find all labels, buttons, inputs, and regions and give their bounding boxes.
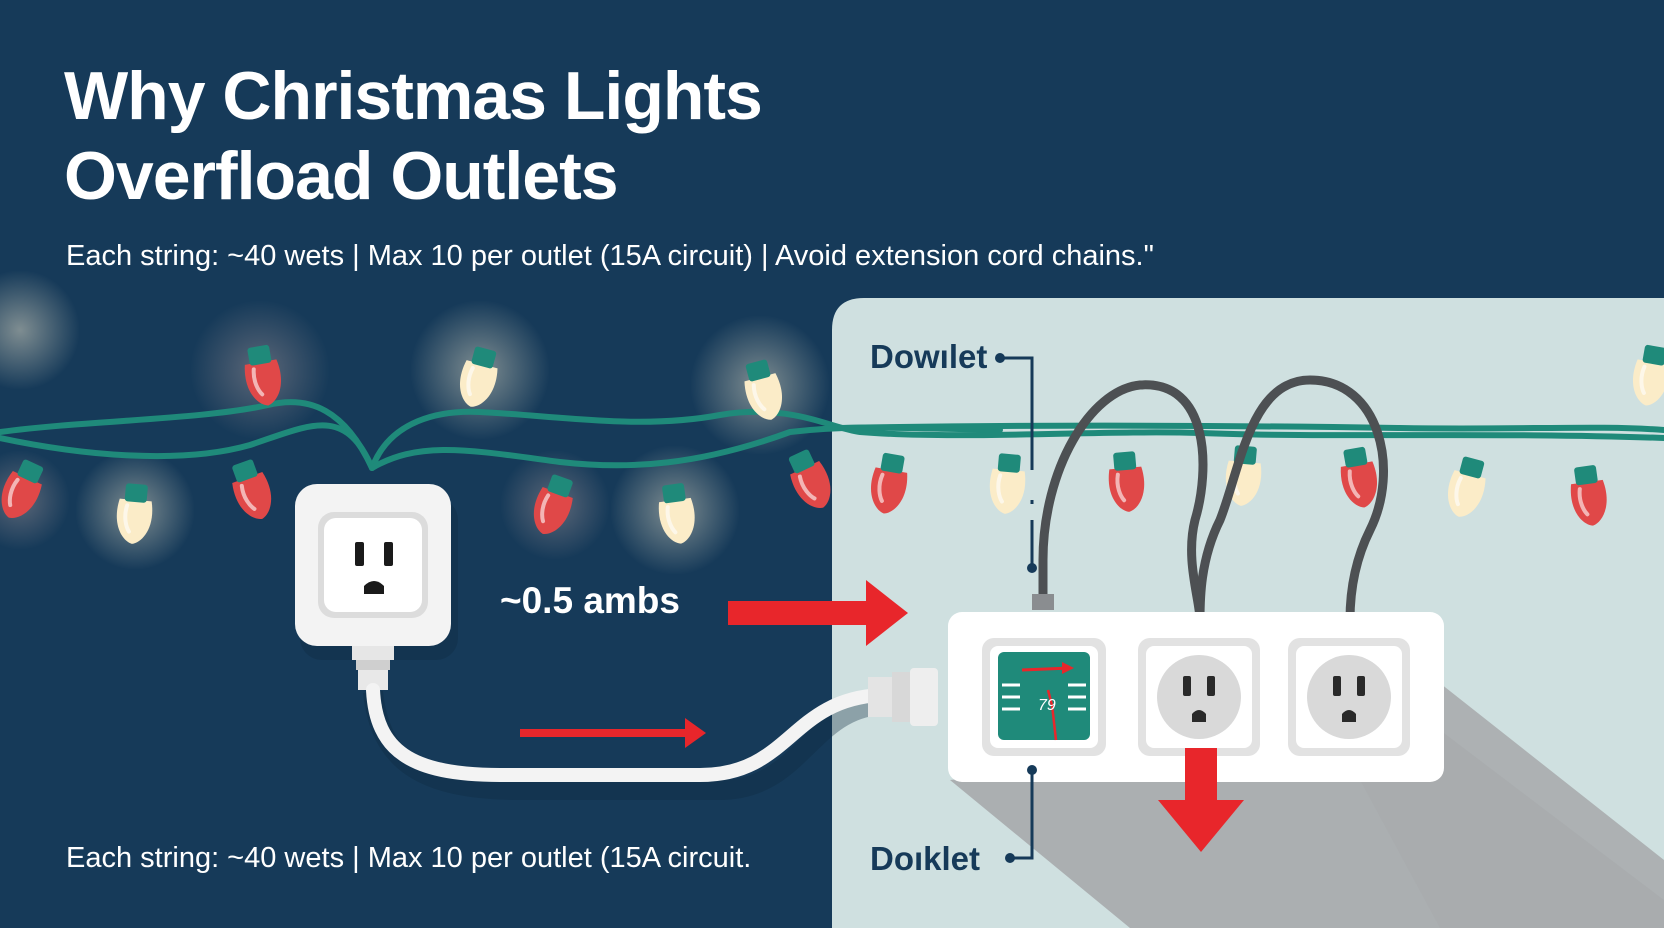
strip-plug [868, 668, 938, 726]
wall-outlet-icon [355, 542, 393, 594]
arrow-right-small-icon [520, 718, 706, 748]
christmas-bulb-icon [989, 453, 1026, 514]
christmas-bulb-icon [1, 459, 44, 518]
current-label: ~0.5 ambs [500, 580, 680, 621]
christmas-bulb-icon [871, 452, 908, 514]
strip-outlet-1 [1138, 638, 1260, 756]
callout-top-label: Dowılet [870, 338, 988, 375]
christmas-bulb-icon [1108, 451, 1145, 512]
breaker-label: 79 [1038, 697, 1056, 714]
extension-cord [366, 683, 887, 782]
strip-outlet-2 [1288, 638, 1410, 756]
callout-bottom-label: Doıklet [870, 840, 981, 877]
subtitle: Each string: ~40 wets | Max 10 per outle… [66, 240, 1154, 272]
wall-outlet [295, 484, 458, 690]
christmas-bulb-icon [1447, 456, 1486, 517]
arrow-right-icon [728, 580, 908, 646]
christmas-bulb-icon [1570, 465, 1607, 526]
callout-leaders [1000, 356, 1034, 860]
christmas-bulb-icon [788, 449, 831, 508]
christmas-bulb-icon [744, 359, 783, 420]
christmas-bulb-icon [1340, 446, 1377, 508]
christmas-bulbs [1, 344, 1664, 544]
breaker-icon [998, 652, 1090, 741]
christmas-bulb-icon [232, 459, 272, 519]
title-line-2: Overfload Outlets [64, 138, 619, 214]
light-string-wires [0, 399, 1664, 471]
christmas-bulb-icon [533, 474, 573, 534]
christmas-bulb-icon [459, 346, 498, 407]
christmas-bulb-icon [658, 483, 695, 544]
outlet-cords [1038, 375, 1388, 625]
page-title: Why Christmas Lights Overfload Outlets [64, 56, 763, 216]
title-line-1: Why Christmas Lights [64, 58, 763, 134]
christmas-bulb-icon [116, 483, 153, 544]
christmas-bulb-icon [1633, 344, 1664, 406]
bottom-note: Each string: ~40 wets | Max 10 per outle… [66, 842, 752, 874]
christmas-bulb-icon [244, 344, 281, 406]
arrow-down-icon [1158, 748, 1244, 852]
power-strip-icon [948, 612, 1444, 782]
